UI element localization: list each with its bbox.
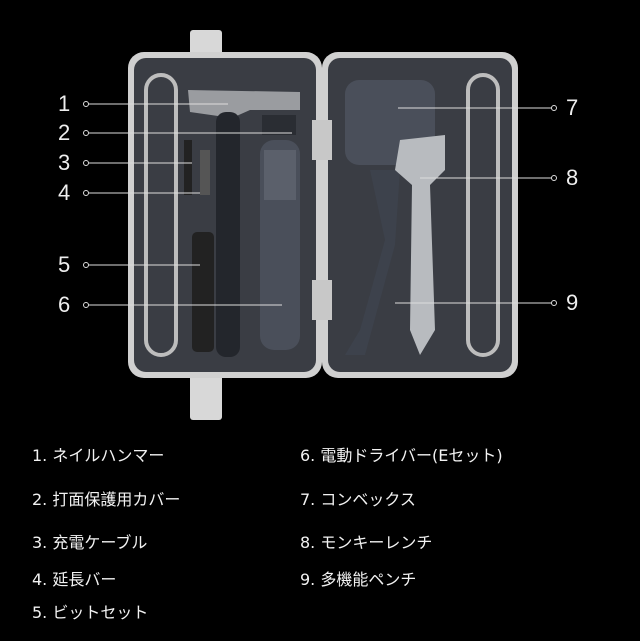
legend-item: 1. ネイルハンマー xyxy=(32,446,165,465)
callout-2: 2 xyxy=(58,120,71,145)
legend-item: 3. 充電ケーブル xyxy=(32,533,148,552)
callout-9: 9 xyxy=(566,290,579,315)
callout-8: 8 xyxy=(566,165,579,190)
hinge xyxy=(312,280,332,320)
hammer-head xyxy=(188,90,300,118)
legend-item: 7. コンベックス xyxy=(300,490,416,509)
callout-4: 4 xyxy=(58,180,71,205)
callout-1: 1 xyxy=(58,91,71,116)
hammer-handle xyxy=(216,112,240,357)
legend-item: 5. ビットセット xyxy=(32,603,149,622)
bit-set xyxy=(192,232,214,352)
callout-3: 3 xyxy=(58,150,71,175)
legend-item: 6. 電動ドライバー(Eセット) xyxy=(300,446,503,465)
hinge xyxy=(312,120,332,160)
leader-lines xyxy=(86,103,554,306)
hammer-cover xyxy=(262,115,296,135)
legend-item: 2. 打面保護用カバー xyxy=(32,490,181,509)
legend-item: 8. モンキーレンチ xyxy=(300,533,433,552)
adjustable-wrench xyxy=(395,135,445,355)
callout-6: 6 xyxy=(58,292,71,317)
callout-5: 5 xyxy=(58,252,71,277)
callout-7: 7 xyxy=(566,95,579,120)
legend-item: 9. 多機能ペンチ xyxy=(300,570,417,589)
pliers xyxy=(345,170,400,355)
bottom-latch xyxy=(190,365,222,420)
legend-item: 4. 延長バー xyxy=(32,570,117,589)
